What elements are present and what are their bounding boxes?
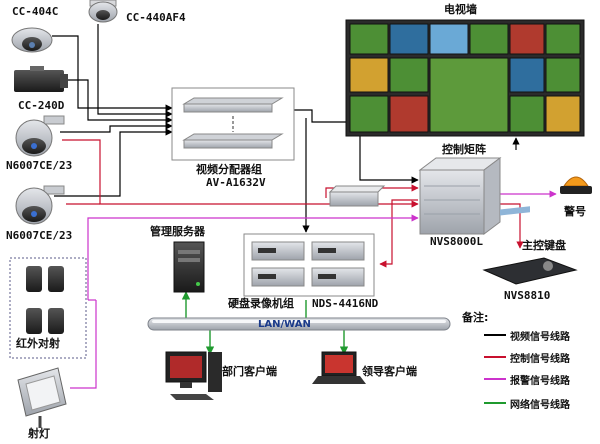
label-mgmt-server: 管理服务器	[150, 225, 205, 238]
label-cc240d: CC-240D	[18, 99, 65, 112]
legend-label: 视频信号线路	[510, 332, 570, 343]
label-distributor-model: AV-A1632V	[206, 176, 266, 189]
label-alarm: 警号	[564, 205, 586, 218]
legend-label: 网络信号线路	[510, 400, 570, 411]
legend-item-network: 网络信号线路	[484, 396, 600, 411]
leader-client-icon	[312, 351, 366, 384]
lan-wan-bus	[147, 317, 451, 331]
alarm-siren-icon	[560, 176, 592, 194]
label-infrared: 红外对射	[16, 337, 60, 350]
camera-cc404c-icon	[11, 27, 53, 53]
legend-swatch	[484, 356, 506, 358]
label-keyboard-model: NVS8810	[504, 289, 551, 302]
network-signal-lines	[181, 291, 349, 355]
management-server-icon	[173, 241, 205, 293]
video-distributor-icon	[171, 87, 295, 161]
label-lan-wan: LAN/WAN	[258, 319, 311, 330]
label-video-wall: 电视墙	[444, 3, 477, 16]
label-spotlight: 射灯	[28, 427, 50, 440]
camera-n6007ce-1-icon	[15, 115, 65, 157]
legend-item-video: 视频信号线路	[484, 328, 600, 343]
legend-label: 控制信号线路	[510, 354, 570, 365]
video-signal-lines	[52, 24, 520, 233]
legend-swatch	[484, 402, 506, 404]
label-n6007ce-1: N6007CE/23	[6, 159, 73, 172]
infrared-sensors-icon	[9, 257, 87, 359]
label-n6007ce-2: N6007CE/23	[6, 229, 73, 242]
label-cc404c: CC-404C	[12, 5, 59, 18]
signal-box-icon	[328, 185, 386, 207]
label-dept-client: 部门客户端	[222, 365, 277, 378]
control-matrix-icon	[418, 157, 502, 235]
keyboard-icon	[482, 206, 578, 285]
department-client-icon	[165, 351, 222, 400]
video-wall-icon	[345, 19, 585, 137]
dvr-group-icon	[243, 233, 375, 297]
alarm-signal-lines	[70, 190, 557, 389]
legend-swatch	[484, 334, 506, 336]
label-leader-client: 领导客户端	[362, 365, 417, 378]
legend-label: 报警信号线路	[510, 376, 570, 387]
label-distributor: 视频分配器组	[196, 163, 262, 176]
label-matrix-model: NVS8000L	[430, 235, 483, 248]
label-keyboard: 主控键盘	[522, 239, 566, 252]
camera-n6007ce-2-icon	[15, 185, 65, 225]
camera-cc240d-icon	[14, 66, 68, 92]
label-cc440af4: CC-440AF4	[126, 11, 186, 24]
camera-cc440af4-icon	[88, 0, 118, 23]
label-dvr-group: 硬盘录像机组	[228, 297, 294, 310]
spotlight-icon	[17, 367, 67, 428]
label-dvr-model: NDS-4416ND	[312, 297, 379, 310]
legend-item-alarm: 报警信号线路	[484, 372, 600, 387]
legend-title: 备注:	[462, 311, 489, 324]
control-signal-lines	[62, 139, 524, 268]
legend-item-control: 控制信号线路	[484, 350, 600, 365]
legend-swatch	[484, 378, 506, 380]
label-control-matrix: 控制矩阵	[442, 143, 486, 156]
